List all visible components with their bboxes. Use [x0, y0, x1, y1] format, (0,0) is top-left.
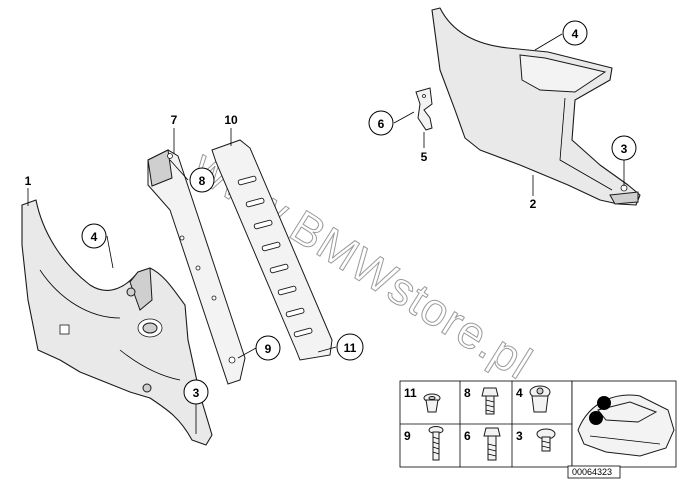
hex-bolt-icon — [481, 387, 499, 415]
rail-slots — [237, 175, 313, 338]
trim-panel-left — [21, 199, 213, 446]
rivet-icon — [423, 393, 441, 413]
car-location-thumbnail — [571, 380, 677, 468]
location-marker-icon — [589, 411, 603, 425]
fastener-legend: 11 8 4 9 6 3 — [399, 380, 573, 468]
leader-lines — [27, 33, 625, 434]
clip-nut-icon — [529, 385, 551, 413]
callout-label-1: 1 — [25, 174, 32, 188]
callout-label-3-right: 3 — [621, 142, 628, 156]
callout-11: 11 — [336, 333, 364, 361]
callout-label-10: 10 — [224, 113, 238, 127]
bracket-part-7 — [147, 149, 246, 385]
callout-3-left: 3 — [183, 379, 209, 405]
callout-2: 2 — [530, 197, 537, 211]
legend-label-6: 6 — [464, 429, 471, 443]
callout-3-right: 3 — [611, 135, 637, 161]
callout-6: 6 — [368, 110, 394, 136]
callout-label-3-left: 3 — [193, 386, 200, 400]
callout-label-6: 6 — [378, 117, 385, 131]
legend-label-8: 8 — [464, 386, 471, 400]
callout-5: 5 — [421, 150, 428, 164]
location-marker-icon — [597, 396, 611, 410]
legend-label-3: 3 — [516, 429, 523, 443]
callout-8: 8 — [189, 167, 215, 193]
callout-7: 7 — [171, 113, 178, 127]
slotted-rail-part-10 — [211, 139, 333, 361]
diagram-code: 00064323 — [572, 467, 612, 477]
callout-label-8: 8 — [199, 174, 206, 188]
callout-label-5: 5 — [421, 150, 428, 164]
callout-10: 10 — [224, 113, 238, 127]
callout-9: 9 — [255, 335, 281, 361]
callout-label-9: 9 — [265, 342, 272, 356]
callout-label-7: 7 — [171, 113, 178, 127]
legend-label-11: 11 — [404, 386, 417, 400]
callout-label-2: 2 — [530, 197, 537, 211]
callout-label-4-left: 4 — [91, 230, 98, 244]
diagram-code-box: 00064323 — [567, 465, 621, 479]
callout-label-11: 11 — [344, 341, 357, 355]
legend-label-4: 4 — [516, 386, 523, 400]
pan-screw-icon — [536, 428, 556, 452]
long-hex-bolt-icon — [483, 427, 501, 461]
callout-4-right: 4 — [562, 20, 588, 46]
legend-label-9: 9 — [404, 429, 411, 443]
clip-part-5 — [415, 87, 433, 131]
callout-label-4-right: 4 — [572, 27, 579, 41]
callout-1: 1 — [25, 174, 32, 188]
callout-4-left: 4 — [81, 223, 107, 249]
long-screw-icon — [428, 426, 444, 461]
trim-panel-right — [431, 7, 641, 206]
